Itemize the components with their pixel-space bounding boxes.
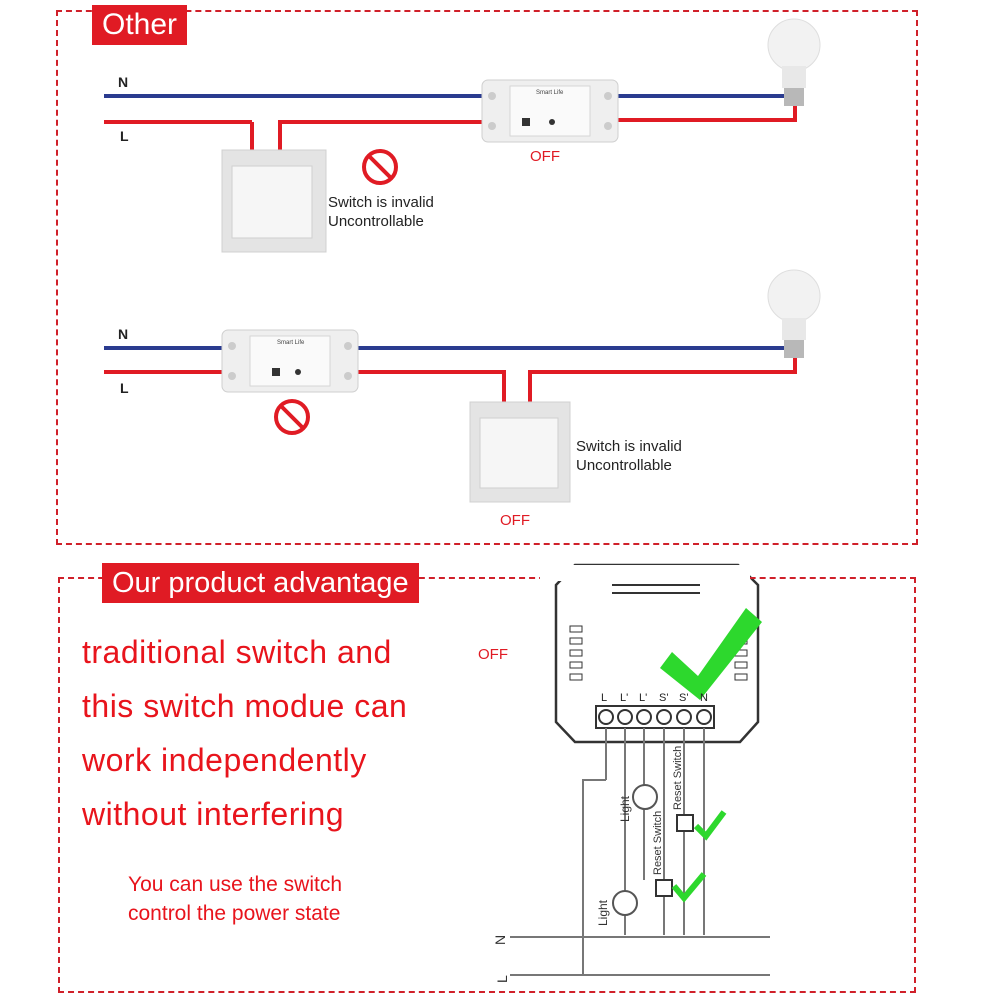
bus-n-label: N <box>492 934 508 945</box>
check-icon-2 <box>671 872 707 903</box>
diagram1-wires <box>104 94 797 152</box>
diagram2-smart-module <box>221 329 359 393</box>
bus-l-label: L <box>494 975 510 983</box>
other-tag: Other <box>92 5 188 45</box>
diagram2-warning-line2: Uncontrollable <box>576 457 672 474</box>
light-label-1: Light <box>618 795 632 822</box>
headline-line-4: without interfering <box>82 796 345 832</box>
terminal-label-2: L' <box>620 692 629 704</box>
diagram1-l-label: L <box>120 128 129 144</box>
diagram1-status: OFF <box>530 148 560 165</box>
diagram2-warning-line1: Switch is invalid <box>576 438 682 455</box>
advantage-status: OFF <box>478 646 508 663</box>
diagram2-prohibited-icon <box>274 399 310 435</box>
diagram2-wires <box>104 346 797 402</box>
reset-switch-label-2: Reset Switch <box>652 810 664 875</box>
light-label-2: Light <box>596 899 610 926</box>
subtext-line-1: You can use the switch <box>128 873 343 896</box>
terminal-label-5: S' <box>679 692 689 704</box>
advantage-tag: Our product advantage <box>102 563 419 603</box>
diagram2-n-label: N <box>118 326 129 342</box>
diagram2-wall-switch <box>469 401 571 503</box>
terminal-label-6: N <box>700 692 708 704</box>
headline-line-3: work independently <box>82 742 367 778</box>
diagram2-status: OFF <box>500 512 530 529</box>
reset-switch-label-1: Reset Switch <box>672 745 684 810</box>
diagram1-prohibited-icon <box>362 149 398 185</box>
diagram1-smart-module <box>481 79 619 143</box>
module-diagram <box>510 563 770 976</box>
diagram1-wall-switch <box>221 149 327 253</box>
diagram1-bulb <box>767 18 821 106</box>
diagram1-device-label: Smart Life <box>536 90 564 96</box>
frame-gap-mask <box>540 565 750 581</box>
terminal-label-4: S' <box>659 692 669 704</box>
diagram2-l-label: L <box>120 380 129 396</box>
big-check-icon <box>660 608 762 700</box>
diagram1-warning-line1: Switch is invalid <box>328 194 434 211</box>
advantage-section-frame <box>58 577 916 993</box>
diagram2-bulb <box>767 269 821 358</box>
terminal-label-1: L <box>601 692 608 704</box>
subtext-line-2: control the power state <box>128 902 341 925</box>
diagram1-n-label: N <box>118 74 129 90</box>
check-icon-1 <box>693 810 727 841</box>
headline-line-2: this switch modue can <box>82 688 408 724</box>
diagram1-warning-line2: Uncontrollable <box>328 213 424 230</box>
diagram2-device-label: Smart Life <box>277 340 305 346</box>
terminal-label-3: L' <box>639 692 648 704</box>
other-section-frame <box>56 10 918 545</box>
headline-line-1: traditional switch and <box>82 634 392 670</box>
